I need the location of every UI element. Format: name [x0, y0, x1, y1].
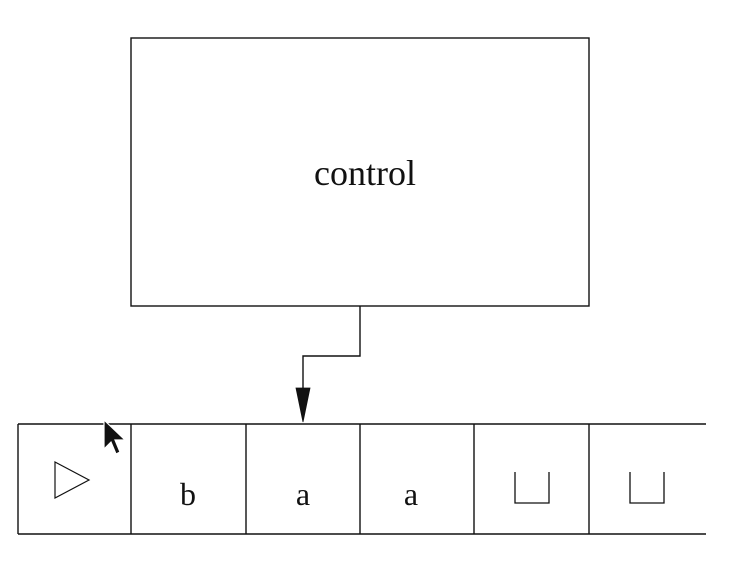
tape-cell-2: a [296, 476, 310, 512]
tape-cell-3: a [404, 476, 418, 512]
mouse-pointer-icon [103, 418, 127, 455]
control-unit: control [130, 37, 590, 307]
read-write-head-connector [295, 306, 361, 423]
tape-cell-0 [54, 461, 91, 499]
head-connector-line [302, 306, 361, 392]
head-arrow-icon [295, 387, 311, 423]
tape-cell-1: b [180, 476, 196, 512]
blank-symbol-icon [514, 472, 550, 504]
tape-cell-symbol: b [180, 476, 196, 512]
tape: b a a [17, 423, 706, 535]
tape-cell-4 [514, 472, 550, 504]
tape-cell-symbol: a [296, 476, 310, 512]
blank-symbol-icon [629, 472, 665, 504]
tape-cell-5 [629, 472, 665, 504]
control-label: control [314, 153, 416, 193]
left-end-marker-icon [54, 461, 91, 499]
tape-cell-symbol: a [404, 476, 418, 512]
